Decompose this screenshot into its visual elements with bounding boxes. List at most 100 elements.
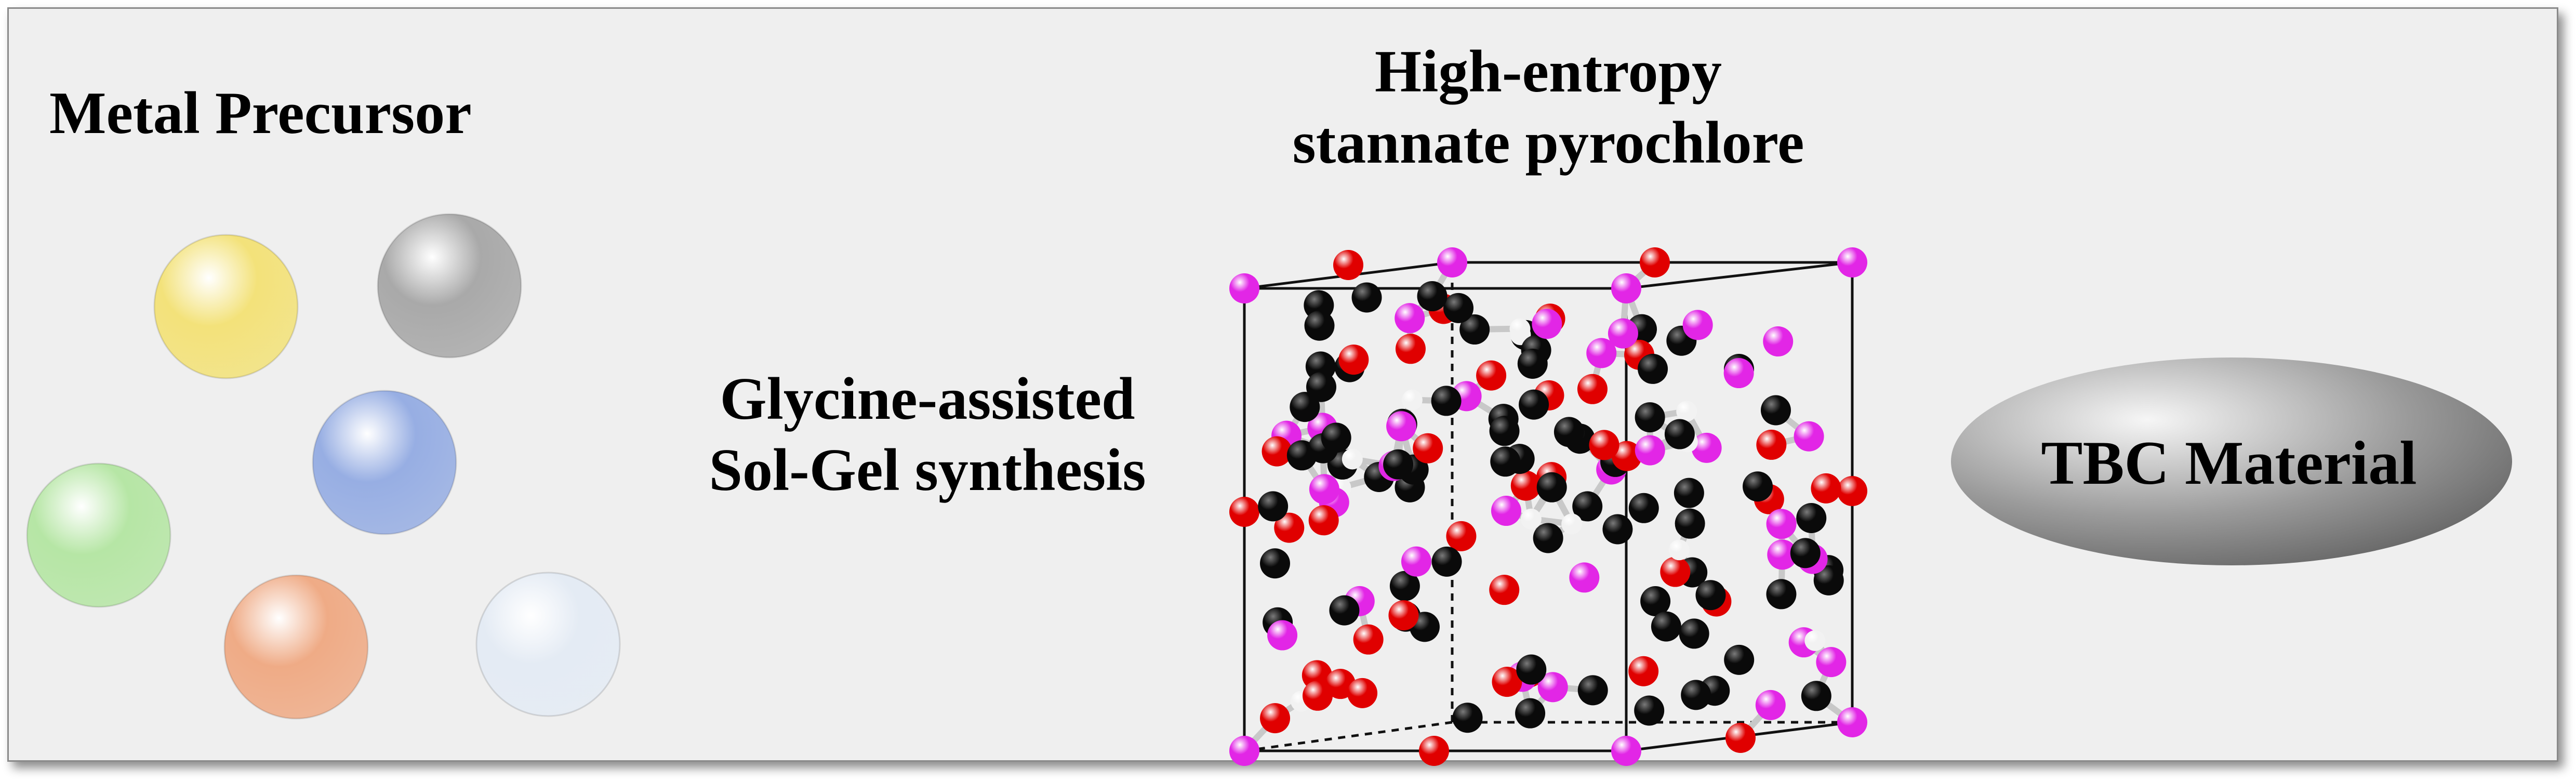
atom-black: [1796, 502, 1827, 533]
atom-magenta: [1437, 247, 1467, 277]
precursor-sphere-white: [475, 572, 621, 717]
atom-red: [1489, 575, 1520, 605]
atom-black: [1306, 372, 1337, 402]
atom-red: [1419, 736, 1449, 766]
atom-black: [1259, 548, 1290, 579]
atom-black: [1517, 348, 1548, 379]
atom-black: [1489, 416, 1520, 446]
atom-red: [1308, 505, 1339, 536]
atom-white: [1509, 318, 1531, 339]
atom-black: [1383, 449, 1414, 480]
atom-red: [1640, 247, 1670, 277]
atom-black: [1724, 644, 1755, 675]
atom-red: [1260, 703, 1291, 734]
atom-red: [1333, 250, 1363, 280]
precursor-sphere-blue: [312, 390, 457, 535]
atom-black: [1674, 478, 1704, 508]
atom-magenta: [1608, 318, 1638, 349]
atom-red: [1476, 360, 1507, 391]
atom-black: [1679, 618, 1709, 649]
atom-white: [1520, 508, 1542, 530]
atom-magenta: [1837, 707, 1867, 737]
atom-red: [1446, 521, 1477, 551]
atom-magenta: [1532, 309, 1562, 339]
atom-red: [1611, 441, 1642, 471]
precursor-sphere-orange: [223, 574, 369, 720]
atom-red: [1229, 497, 1259, 527]
atom-red: [1725, 723, 1756, 753]
atom-black: [1533, 523, 1563, 553]
atom-red: [1395, 334, 1426, 364]
atom-red: [1660, 557, 1691, 587]
precursor-sphere-gray: [377, 213, 522, 359]
atom-black: [1675, 508, 1705, 539]
atom-red: [1756, 429, 1787, 460]
atom-black: [1515, 698, 1546, 729]
atom-black: [1490, 446, 1521, 477]
atom-black: [1760, 395, 1791, 426]
pyrochlore-title-line2: stannate pyrochlore: [1292, 109, 1804, 176]
atom-red: [1413, 433, 1443, 464]
atom-black: [1572, 491, 1603, 522]
atom-magenta: [1723, 358, 1754, 389]
atom-magenta: [1586, 338, 1617, 368]
atom-black: [1329, 595, 1360, 626]
pyrochlore-title: High-entropy stannate pyrochlore: [1257, 36, 1839, 179]
atom-red: [1577, 374, 1608, 404]
atom-red: [1492, 667, 1522, 697]
atom-black: [1389, 571, 1420, 601]
atom-black: [1431, 386, 1462, 416]
atom-black: [1536, 472, 1567, 502]
atom-red: [1338, 345, 1369, 375]
atom-black: [1321, 422, 1351, 453]
atom-black: [1290, 392, 1320, 422]
atom-magenta: [1755, 690, 1786, 720]
atom-black: [1801, 681, 1831, 711]
atom-black: [1628, 493, 1659, 523]
atoms: [1229, 247, 1867, 766]
atom-black: [1813, 565, 1844, 595]
atom-red: [1388, 600, 1419, 631]
tbc-material-shape: [1951, 358, 2512, 565]
atom-white: [1401, 389, 1423, 411]
atom-black: [1634, 695, 1665, 726]
atom-black: [1790, 538, 1821, 568]
atom-black: [1443, 293, 1474, 323]
atom-black: [1602, 514, 1633, 545]
atom-magenta: [1635, 435, 1665, 466]
atom-black: [1519, 389, 1549, 420]
atom-black: [1640, 586, 1671, 616]
atom-magenta: [1767, 539, 1798, 570]
atom-black: [1577, 675, 1608, 706]
atom-magenta: [1491, 496, 1521, 526]
synthesis-title-line1: Glycine-assisted: [720, 366, 1135, 432]
atom-magenta: [1611, 273, 1641, 303]
atom-magenta: [1229, 736, 1259, 766]
atom-magenta: [1763, 326, 1794, 357]
metal-precursor-label: Metal Precursor: [49, 80, 472, 147]
atom-red: [1262, 436, 1292, 467]
atom-black: [1516, 654, 1547, 685]
atom-red: [1274, 512, 1305, 543]
atom-red: [1303, 680, 1333, 711]
atom-red: [1628, 656, 1659, 686]
tbc-material-label: TBC Material: [2041, 428, 2417, 497]
atom-white: [1342, 448, 1363, 470]
atom-red: [1510, 470, 1541, 501]
atom-black: [1452, 703, 1483, 733]
atom-red: [1589, 430, 1619, 460]
atom-black: [1638, 353, 1668, 384]
atom-magenta: [1569, 562, 1600, 593]
pyrochlore-title-line1: High-entropy: [1374, 38, 1722, 105]
atom-black: [1695, 580, 1726, 611]
atom-red: [1811, 473, 1841, 504]
atom-magenta: [1611, 736, 1641, 766]
atom-red: [1837, 476, 1867, 506]
atom-black: [1304, 310, 1335, 341]
atom-black: [1681, 680, 1711, 710]
atom-white: [1668, 539, 1690, 561]
precursor-sphere-green: [26, 462, 171, 608]
metal-precursor-title: Metal Precursor: [49, 78, 472, 149]
